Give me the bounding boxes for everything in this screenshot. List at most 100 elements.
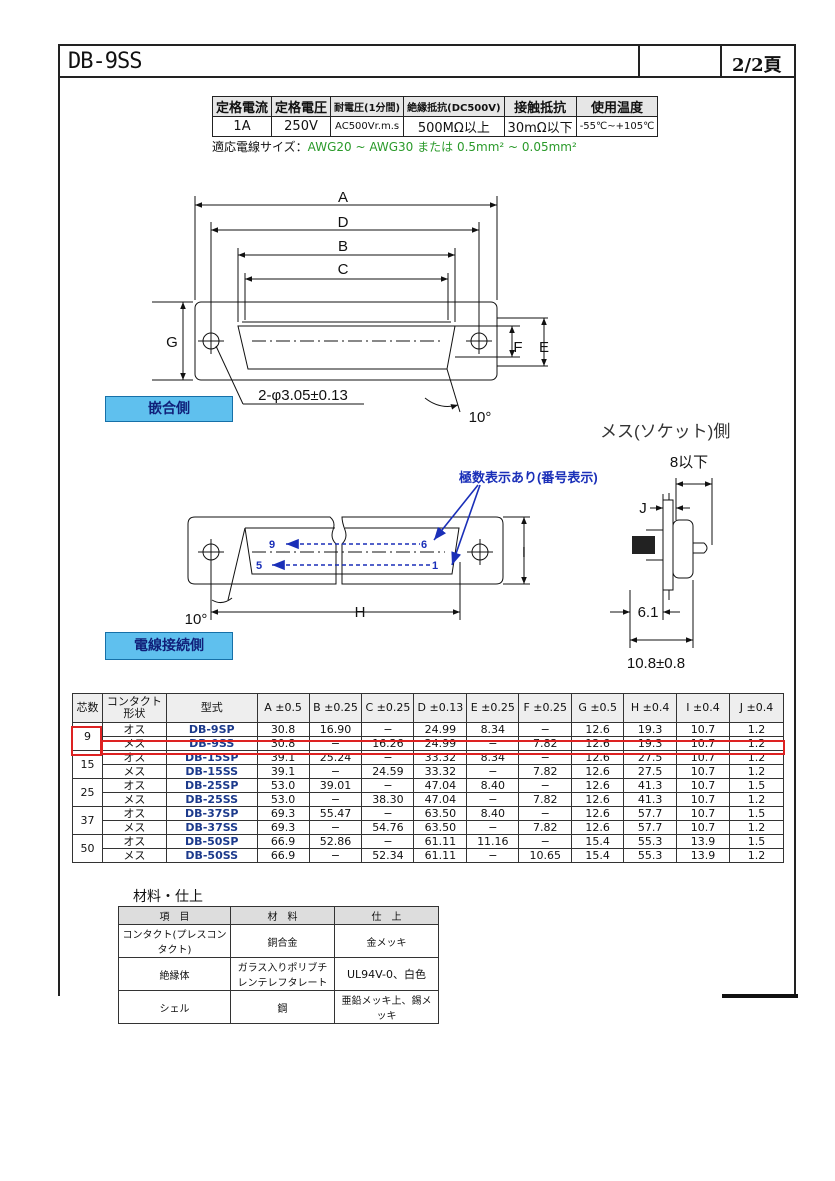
table-cell: 55.47 xyxy=(308,806,363,821)
angle-top-label: 10° xyxy=(469,409,492,426)
dim-label-b: B xyxy=(338,238,348,255)
spec-value: 1A xyxy=(211,116,273,137)
table-cell: − xyxy=(518,722,573,737)
table-cell: 55.3 xyxy=(623,834,678,849)
dim-label-g: G xyxy=(166,334,178,351)
wire-size-label: 適応電線サイズ： xyxy=(212,140,308,154)
table-cell: 57.7 xyxy=(623,806,678,821)
table-cell: 7.82 xyxy=(518,764,573,779)
pin-label-6: 6 xyxy=(421,539,427,551)
dim-label-d: D xyxy=(338,214,349,231)
table-cell: 10.7 xyxy=(676,722,730,737)
column-header: H ±0.4 xyxy=(623,693,678,723)
table-cell: − xyxy=(361,722,415,737)
materials-cell: 絶縁体 xyxy=(118,957,231,991)
table-cell: − xyxy=(361,778,415,793)
table-cell: 8.34 xyxy=(466,722,520,737)
materials-cell: シェル xyxy=(118,990,231,1024)
table-cell: メス xyxy=(101,764,167,779)
table-cell: 15.4 xyxy=(571,848,625,863)
spec-value: -55℃~+105℃ xyxy=(575,116,659,137)
column-header: A ±0.5 xyxy=(256,693,310,723)
table-cell: 10.7 xyxy=(676,820,730,835)
table-cell: 39.01 xyxy=(308,778,363,793)
cores-cell: 50 xyxy=(72,834,103,863)
angle-bottom-label: 10° xyxy=(185,611,208,628)
pin-label-9: 9 xyxy=(269,539,275,551)
pin-label-5: 5 xyxy=(256,560,262,572)
cores-cell: 25 xyxy=(72,778,103,807)
dim-label-c: C xyxy=(338,261,349,278)
materials-cell: UL94V-0、白色 xyxy=(334,957,439,991)
table-cell: 66.9 xyxy=(256,834,310,849)
table-cell: 53.0 xyxy=(256,778,310,793)
dimensions-table: 芯数 コンタクト形状 型式 A ±0.5 B ±0.25 C ±0.25 D ±… xyxy=(72,693,785,863)
dim-label-h: H xyxy=(355,604,366,621)
wire-size-note: 適応電線サイズ：AWG20 ~ AWG30 または 0.5mm² ~ 0.05m… xyxy=(212,138,577,155)
table-cell: メス xyxy=(101,792,167,807)
table-cell: 69.3 xyxy=(256,806,310,821)
table-cell: 8.40 xyxy=(466,806,520,821)
pin-number-note: 極数表示あり(番号表示) xyxy=(458,470,598,485)
title-divider xyxy=(638,46,640,76)
table-cell: 39.1 xyxy=(256,764,310,779)
wire-size-value: AWG20 ~ AWG30 または 0.5mm² ~ 0.05mm² xyxy=(307,140,577,154)
table-cell: 12.6 xyxy=(571,792,625,807)
table-cell: 15.4 xyxy=(571,834,625,849)
table-cell: オス xyxy=(101,806,167,821)
part-number-cell: DB-50SP xyxy=(165,834,258,849)
part-number-cell: DB-15SS xyxy=(165,764,258,779)
pin-label-1: 1 xyxy=(432,560,438,572)
table-cell: 24.59 xyxy=(361,764,415,779)
side-dim-10-8: 10.8±0.8 xyxy=(627,655,685,672)
spec-value: 500MΩ以上 xyxy=(403,116,505,137)
column-header: 芯数 xyxy=(72,693,103,723)
table-cell: 12.6 xyxy=(571,820,625,835)
part-number-cell: DB-37SS xyxy=(165,820,258,835)
table-cell: 24.99 xyxy=(413,722,468,737)
column-header: J ±0.4 xyxy=(728,693,785,723)
dim-label-j: J xyxy=(639,500,647,517)
table-cell: 55.3 xyxy=(623,848,678,863)
column-header: 型式 xyxy=(165,693,258,723)
table-cell: 57.7 xyxy=(623,820,678,835)
table-cell: − xyxy=(361,834,415,849)
table-cell: 38.30 xyxy=(361,792,415,807)
table-cell: 10.7 xyxy=(676,778,730,793)
title-divider xyxy=(720,46,722,76)
materials-table: 項 目 材 料 仕 上 コンタクト(プレスコンタクト) 銅合金 金メッキ 絶縁体… xyxy=(118,906,439,1024)
table-cell: 12.6 xyxy=(571,806,625,821)
side-dim-8: 8以下 xyxy=(670,454,708,471)
table-cell: 52.86 xyxy=(308,834,363,849)
materials-cell: ガラス入りポリブチレンテレフタレート xyxy=(230,957,335,991)
table-cell: − xyxy=(518,778,573,793)
table-cell: 7.82 xyxy=(518,820,573,835)
table-cell: メス xyxy=(101,820,167,835)
table-cell: オス xyxy=(101,778,167,793)
table-cell: − xyxy=(466,792,520,807)
cores-cell: 37 xyxy=(72,806,103,835)
materials-header: 材 料 xyxy=(230,906,335,925)
part-number-cell: DB-50SS xyxy=(165,848,258,863)
table-cell: − xyxy=(518,806,573,821)
spec-value: 250V xyxy=(271,116,332,137)
column-header: E ±0.25 xyxy=(466,693,520,723)
table-cell: 13.9 xyxy=(676,834,730,849)
table-cell: 61.11 xyxy=(413,848,468,863)
table-cell: 63.50 xyxy=(413,806,468,821)
page-number: 2/2頁 xyxy=(732,55,782,76)
materials-header: 仕 上 xyxy=(334,906,439,925)
table-cell: 16.90 xyxy=(308,722,363,737)
column-header: I ±0.4 xyxy=(676,693,730,723)
table-cell: 47.04 xyxy=(413,778,468,793)
table-cell: 7.82 xyxy=(518,792,573,807)
table-cell: − xyxy=(466,848,520,863)
table-cell: 1.2 xyxy=(728,722,785,737)
highlight-row-box xyxy=(101,740,785,755)
